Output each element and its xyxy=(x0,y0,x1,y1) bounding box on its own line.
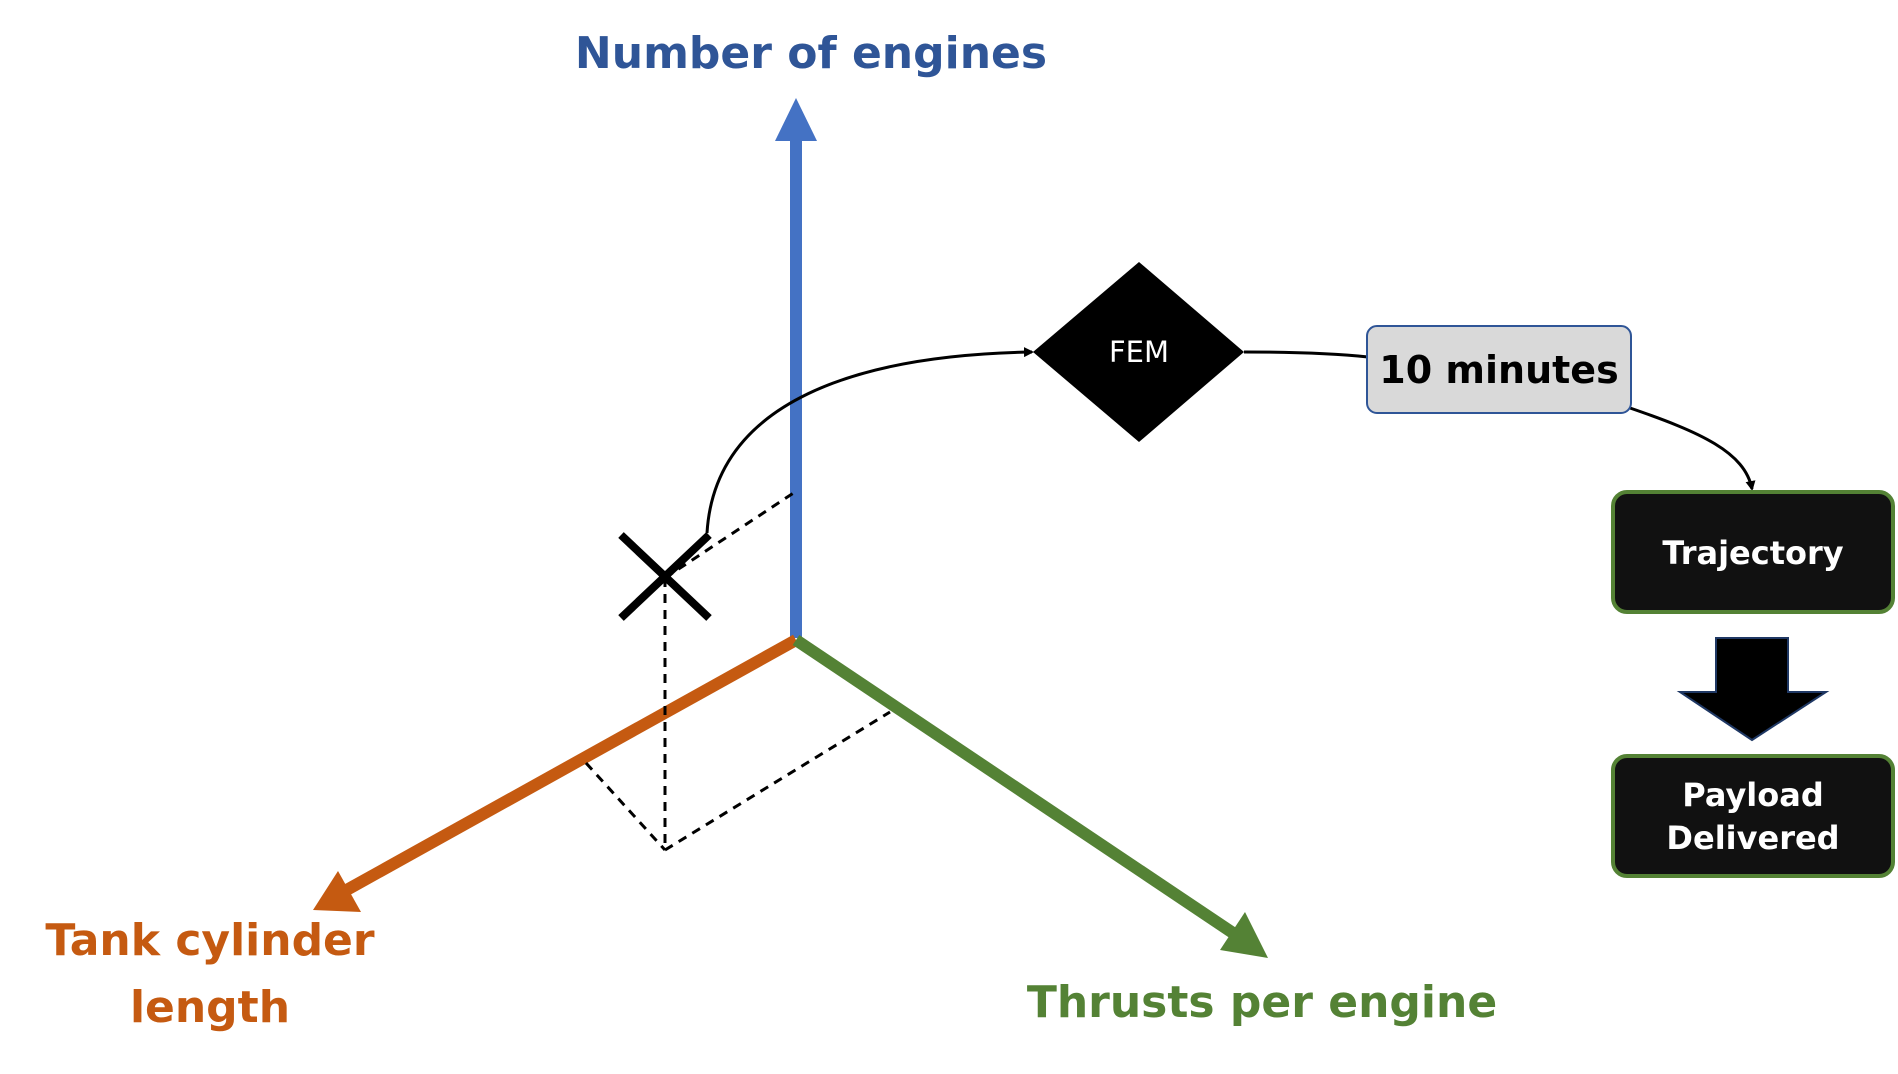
left-axis-label-line2: length xyxy=(130,982,290,1033)
left-axis xyxy=(313,634,799,912)
vertical-axis-arrowhead xyxy=(775,98,817,141)
fem-node: FEM xyxy=(1033,262,1244,442)
connector-fem-to-time xyxy=(1243,350,1369,359)
payload-node: Payload Delivered xyxy=(1611,754,1895,878)
trajectory-label: Trajectory xyxy=(1662,534,1843,572)
payload-label-line2: Delivered xyxy=(1666,819,1839,857)
right-axis-arrowhead xyxy=(1220,912,1268,958)
left-axis-arrowhead xyxy=(313,871,361,912)
trajectory-node: Trajectory xyxy=(1611,490,1895,614)
time-label: 10 minutes xyxy=(1379,348,1618,392)
connector-time-to-trajectory xyxy=(1629,406,1756,491)
vertical-axis-label: Number of engines xyxy=(575,28,1047,79)
right-axis xyxy=(792,635,1268,958)
payload-label-line1: Payload xyxy=(1682,776,1824,814)
right-axis-label: Thrusts per engine xyxy=(1027,977,1497,1028)
fem-label: FEM xyxy=(1109,335,1169,369)
vertical-axis xyxy=(775,98,817,638)
cross-icon xyxy=(618,532,712,621)
down-arrow-icon xyxy=(1676,637,1830,742)
projection-lines xyxy=(584,488,891,852)
connector-cross-to-fem xyxy=(705,347,1034,534)
left-axis-label-line1: Tank cylinder xyxy=(45,915,375,966)
time-node: 10 minutes xyxy=(1366,325,1632,414)
